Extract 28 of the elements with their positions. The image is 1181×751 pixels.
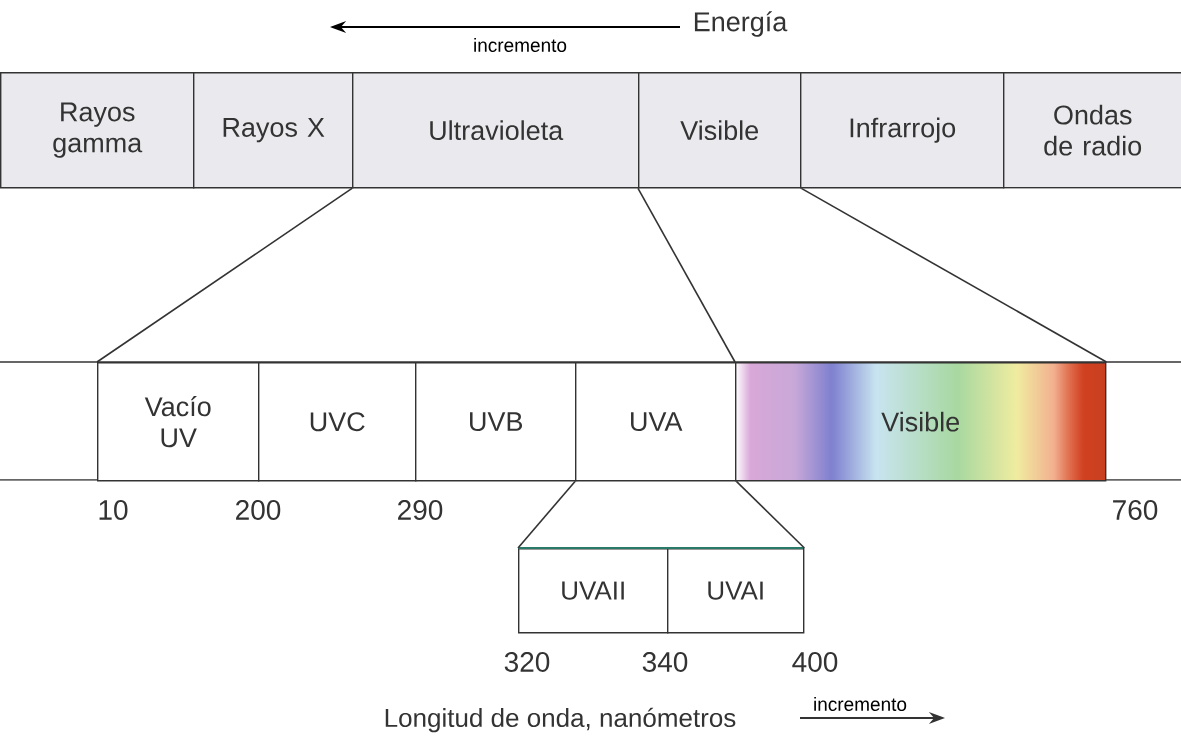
- tick-label: 290: [398, 500, 443, 520]
- tick-label: 760: [1113, 500, 1158, 520]
- band-cell: UVC: [258, 362, 417, 482]
- arrow-label: incremento: [814, 697, 907, 711]
- arrow-label: Energía: [694, 11, 788, 37]
- band-cell: Vacío UV: [97, 362, 260, 482]
- zoom-line: [96, 187, 353, 363]
- band-cell: Visible: [638, 72, 802, 189]
- band-cell: Infrarrojo: [800, 72, 1005, 189]
- band-cell: Ultravioleta: [352, 72, 640, 189]
- zoom-line: [517, 480, 576, 549]
- tick-label: 320: [504, 652, 550, 672]
- zoom-line: [800, 187, 1108, 363]
- band-cell: Ondas de radio: [1003, 72, 1181, 189]
- zoom-line: [637, 187, 736, 363]
- tick-label: 200: [236, 500, 281, 520]
- arrow-label: incremento: [474, 38, 567, 52]
- band-cell: Rayos X: [193, 72, 354, 189]
- band-cell: UVAI: [667, 548, 805, 634]
- band-cell: UVA: [575, 362, 737, 482]
- band-cell: Rayos gamma: [0, 72, 195, 189]
- spectrum-cell: Visible: [735, 362, 1107, 482]
- band-cell: UVAII: [518, 548, 669, 634]
- axis-title: Longitud de onda, nanómetros: [385, 707, 736, 733]
- tick-label: 340: [642, 652, 688, 672]
- band-cell: UVB: [415, 362, 577, 482]
- zoom-line: [735, 480, 806, 549]
- tick-label: 400: [792, 652, 838, 672]
